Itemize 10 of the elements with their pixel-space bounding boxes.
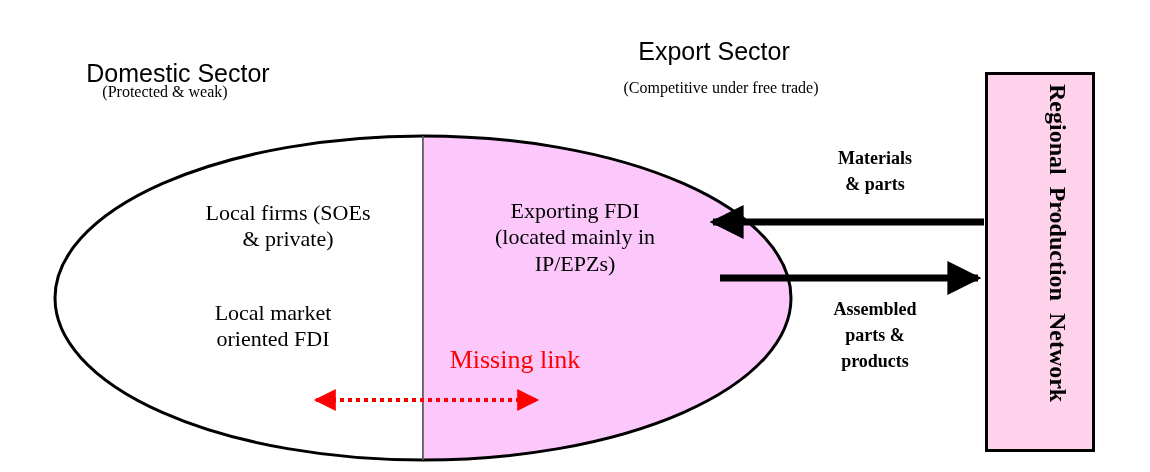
node-text: Local market oriented FDI: [213, 300, 333, 353]
sector-heading: Export Sector: [637, 36, 791, 66]
node-text: Exporting FDI (located mainly in IP/EPZs): [493, 198, 657, 278]
sector-subtitle: (Protected & weak): [101, 82, 229, 102]
node-text: Local firms (SOEs & private): [205, 200, 371, 253]
sector-subtitle: (Competitive under free trade): [622, 78, 820, 98]
edge-label: Missing link: [448, 344, 582, 376]
network-box: [985, 72, 1095, 452]
arrow: [313, 389, 540, 411]
node-text: Regional Production Network: [1044, 84, 1072, 405]
